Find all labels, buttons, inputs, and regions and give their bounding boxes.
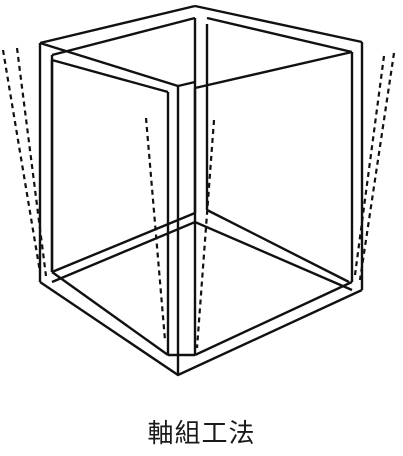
front-corner-post [39,41,196,375]
base-frame [39,271,363,377]
back-frame [51,18,353,292]
deformation-lines [1,47,396,349]
right-wall-frame [193,4,364,355]
left-wall-frame [38,4,196,282]
diagram-caption: 軸組工法 [147,419,256,449]
